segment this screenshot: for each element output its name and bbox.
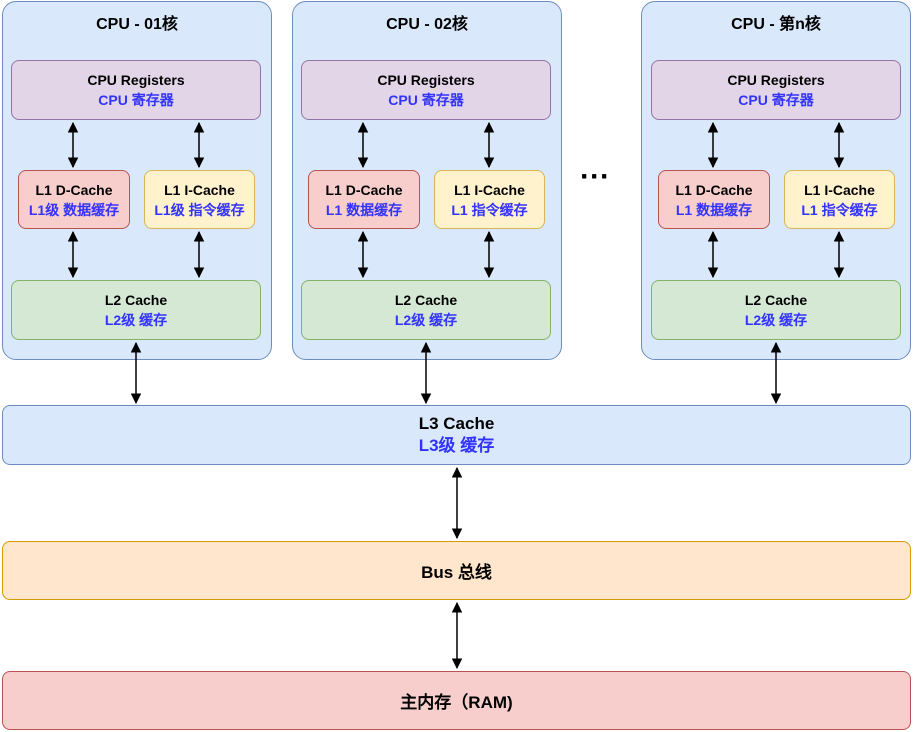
bus-box: Bus 总线 [2, 541, 911, 600]
l1d-label-en: L1 D-Cache [675, 181, 753, 198]
l2-label-en: L2 Cache [104, 292, 168, 308]
l2-label-cn: L2级 缓存 [104, 312, 168, 328]
l1d-label-cn: L1 数据缓存 [675, 201, 753, 218]
l1i-label-cn: L1级 指令缓存 [154, 201, 245, 218]
l1i-label-en: L1 I-Cache [804, 181, 875, 198]
l1i-label-en: L1 I-Cache [454, 181, 525, 198]
core-title: CPU - 01核 [96, 16, 178, 33]
l1d-label-cn: L1 数据缓存 [325, 201, 403, 218]
l1-data-cache-box: L1 D-Cache L1 数据缓存 [658, 170, 770, 229]
ram-label: 主内存（RAM) [400, 693, 513, 712]
l1i-label-en: L1 I-Cache [164, 181, 235, 198]
registers-label-en: CPU Registers [87, 72, 185, 88]
l1d-label-cn: L1级 数据缓存 [28, 201, 120, 218]
cpu-registers-box: CPU Registers CPU 寄存器 [301, 60, 551, 120]
l2-label-cn: L2级 缓存 [394, 312, 458, 328]
l2-label-en: L2 Cache [394, 292, 458, 308]
l1i-label-cn: L1 指令缓存 [451, 201, 528, 218]
bus-label: Bus 总线 [421, 563, 492, 582]
core-title: CPU - 第n核 [731, 16, 821, 33]
l2-label-en: L2 Cache [744, 292, 808, 308]
l2-cache-box: L2 Cache L2级 缓存 [651, 280, 901, 340]
l1-instruction-cache-box: L1 I-Cache L1 指令缓存 [434, 170, 545, 229]
cpu-registers-box: CPU Registers CPU 寄存器 [11, 60, 261, 120]
registers-label-cn: CPU 寄存器 [98, 92, 174, 108]
l1d-label-en: L1 D-Cache [325, 181, 403, 198]
l2-label-cn: L2级 缓存 [744, 312, 808, 328]
registers-label-cn: CPU 寄存器 [738, 92, 814, 108]
l2-cache-box: L2 Cache L2级 缓存 [301, 280, 551, 340]
l3-cache-box: L3 Cache L3级 缓存 [2, 405, 911, 465]
cpu-registers-box: CPU Registers CPU 寄存器 [651, 60, 901, 120]
more-cores-ellipsis: ··· [580, 160, 610, 193]
main-memory-box: 主内存（RAM) [2, 671, 911, 730]
registers-label-en: CPU Registers [727, 72, 825, 88]
l1-instruction-cache-box: L1 I-Cache L1级 指令缓存 [144, 170, 255, 229]
l1d-label-en: L1 D-Cache [35, 181, 113, 198]
l1-instruction-cache-box: L1 I-Cache L1 指令缓存 [784, 170, 895, 229]
l3-label-cn: L3级 缓存 [418, 436, 495, 455]
l3-label-en: L3 Cache [418, 414, 495, 433]
registers-label-cn: CPU 寄存器 [388, 92, 464, 108]
l1-data-cache-box: L1 D-Cache L1 数据缓存 [308, 170, 420, 229]
l1-data-cache-box: L1 D-Cache L1级 数据缓存 [18, 170, 130, 229]
registers-label-en: CPU Registers [377, 72, 475, 88]
l1i-label-cn: L1 指令缓存 [801, 201, 878, 218]
core-title: CPU - 02核 [386, 16, 468, 33]
l2-cache-box: L2 Cache L2级 缓存 [11, 280, 261, 340]
